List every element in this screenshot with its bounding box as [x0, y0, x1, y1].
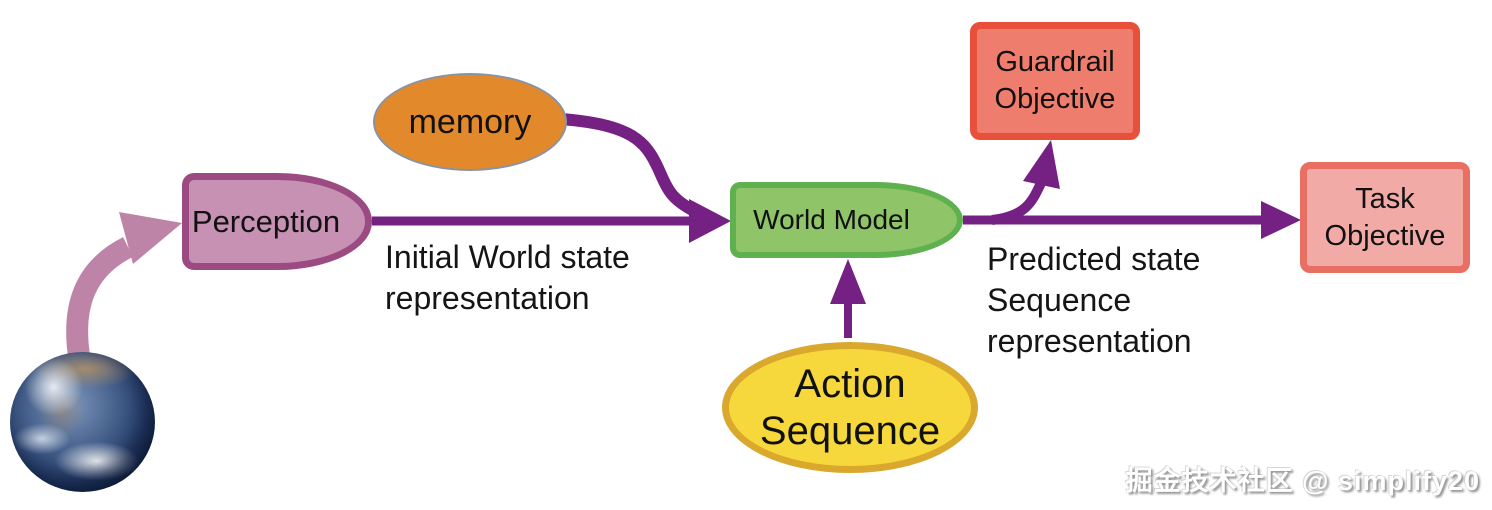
edge-label-initial-state: Initial World state representation — [385, 237, 630, 319]
world-model-label: World Model — [753, 204, 910, 235]
node-memory: memory — [373, 73, 567, 171]
action-sequence-label-line2: Sequence — [759, 408, 941, 453]
arrowhead-earth-to-perception — [119, 212, 182, 264]
node-action-sequence: Action Sequence — [722, 342, 978, 473]
predicted-state-line3: representation — [987, 323, 1192, 359]
task-label-line2: Objective — [1324, 219, 1446, 252]
guardrail-label-line2: Objective — [994, 83, 1116, 115]
task-label-line1: Task — [1355, 182, 1415, 215]
earth-image — [10, 352, 155, 492]
arrowhead-world-model-to-guardrail — [1023, 140, 1060, 189]
arrow-world-model-to-guardrail — [991, 180, 1046, 225]
edge-label-predicted-state: Predicted state Sequence representation — [987, 239, 1200, 362]
node-guardrail-objective: Guardrail Objective — [970, 22, 1140, 140]
node-task-objective: Task Objective — [1300, 162, 1470, 273]
arrowhead-action-to-world-model — [830, 259, 866, 304]
guardrail-label-line1: Guardrail — [995, 46, 1115, 78]
node-perception: Perception — [182, 173, 372, 270]
watermark-text: 掘金技术社区 @ simplify20 — [1125, 466, 1480, 496]
predicted-state-line1: Predicted state — [987, 241, 1201, 277]
predicted-state-line2: Sequence — [987, 282, 1132, 318]
memory-label: memory — [408, 102, 532, 141]
action-sequence-label-line1: Action — [794, 361, 906, 406]
initial-state-line2: representation — [385, 280, 590, 316]
arrowhead-into-world-model — [689, 199, 731, 243]
arrow-memory-to-world-model — [554, 113, 700, 217]
initial-state-line1: Initial World state — [385, 239, 630, 275]
arrowhead-world-model-to-task — [1261, 201, 1301, 239]
perception-label: Perception — [191, 203, 341, 239]
arrow-earth-to-perception — [66, 237, 134, 364]
node-world-model: World Model — [730, 182, 963, 258]
